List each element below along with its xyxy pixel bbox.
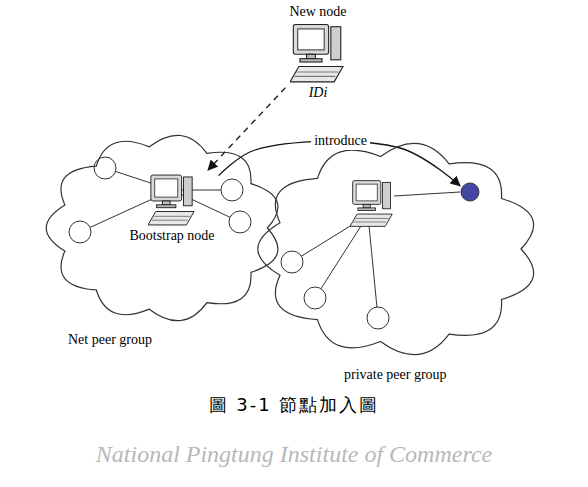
peer-circle	[221, 179, 243, 201]
node-label: private peer group	[344, 367, 447, 384]
figure-caption: 圖 3-1 節點加入圖	[0, 394, 588, 416]
peer-dot	[460, 182, 480, 202]
edge-label: introduce	[311, 133, 370, 150]
peer-circle	[367, 307, 389, 329]
connector	[208, 88, 285, 170]
cloud-outline	[46, 135, 278, 320]
peer-link	[368, 215, 378, 318]
node-label: Net peer group	[68, 332, 152, 349]
peer-circle	[281, 251, 303, 273]
peer-node	[460, 182, 480, 202]
node-label: IDi	[309, 85, 328, 102]
node-label: New node	[289, 4, 346, 21]
computer-icon	[290, 24, 343, 81]
peer-group-cloud: Bootstrap nodeNet peer group	[38, 128, 290, 328]
peer-link	[394, 192, 460, 196]
peer-link	[315, 215, 368, 298]
peer-links	[80, 168, 460, 318]
peer-group-cloud: private peer group	[248, 135, 548, 363]
computer-icon	[148, 175, 194, 225]
computer-icon	[290, 21, 345, 85]
cloud-outline	[258, 143, 534, 354]
cloud-outline	[248, 135, 548, 363]
peer-circle	[69, 221, 91, 243]
node-label: Bootstrap node	[129, 228, 214, 245]
computer-icon	[350, 181, 392, 227]
peer-circle	[94, 157, 116, 179]
peer-dot	[461, 183, 479, 201]
peer-circle	[229, 211, 251, 233]
computer-node: New nodeIDi	[285, 2, 350, 104]
watermark: National Pingtung Institute of Commerce	[0, 440, 588, 469]
peer-circle	[304, 287, 326, 309]
computer-icon	[148, 172, 196, 228]
computer-node: Bootstrap node	[125, 170, 218, 247]
